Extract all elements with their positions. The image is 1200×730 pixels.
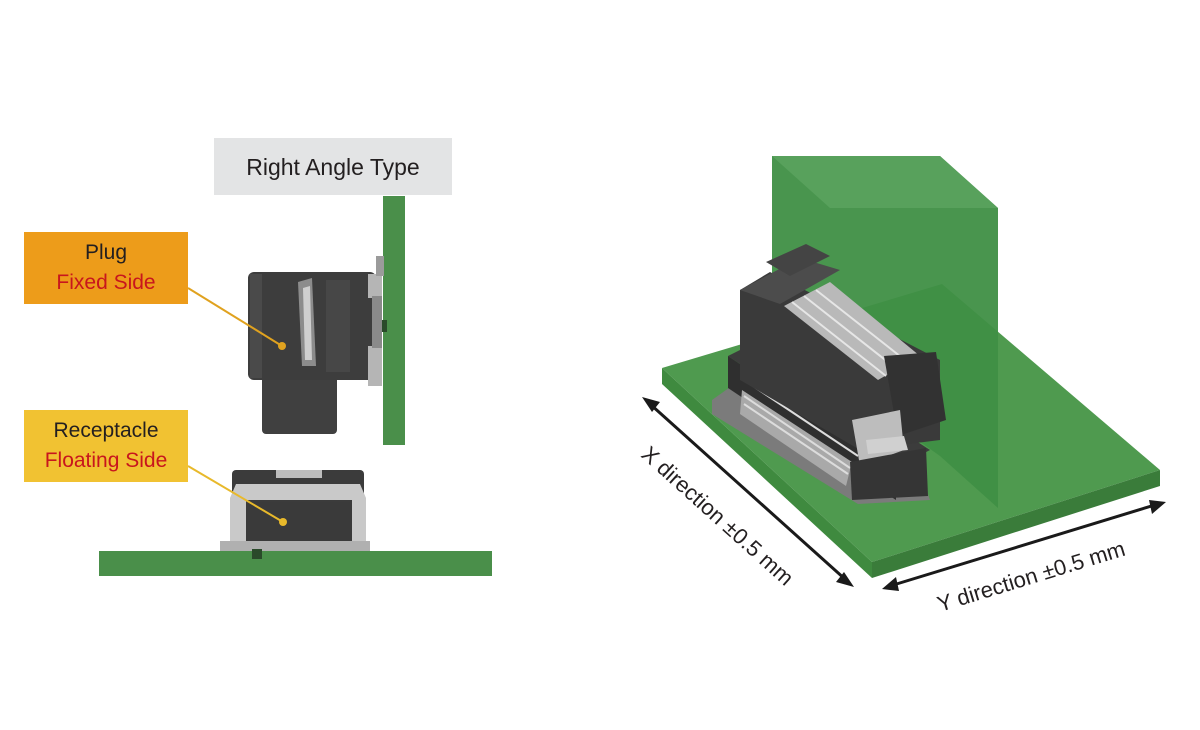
side-view <box>99 196 492 576</box>
x-direction-arrow <box>642 397 854 587</box>
type-label-text: Right Angle Type <box>246 153 420 180</box>
receptacle-name: Receptacle <box>53 419 159 442</box>
plug-leader-dot <box>278 342 286 350</box>
plug-connector <box>248 256 384 434</box>
plug-side: Fixed Side <box>56 271 156 294</box>
plug-leader-line <box>187 287 283 347</box>
plug-label: Plug Fixed Side <box>24 232 188 304</box>
receptacle-connector <box>220 470 370 559</box>
type-label: Right Angle Type <box>214 138 452 195</box>
receptacle-leader-line <box>187 465 284 523</box>
vertical-pcb <box>383 196 405 445</box>
receptacle-leader-dot <box>279 518 287 526</box>
receptacle-side: Floating Side <box>44 449 168 472</box>
connector-3d <box>712 244 946 504</box>
y-direction-arrow <box>882 500 1166 591</box>
isometric-view: X direction ±0.5 mm Y direction ±0.5 mm <box>637 156 1166 617</box>
horizontal-pcb <box>99 551 492 576</box>
receptacle-label: Receptacle Floating Side <box>24 410 188 482</box>
plug-name: Plug <box>84 241 128 264</box>
